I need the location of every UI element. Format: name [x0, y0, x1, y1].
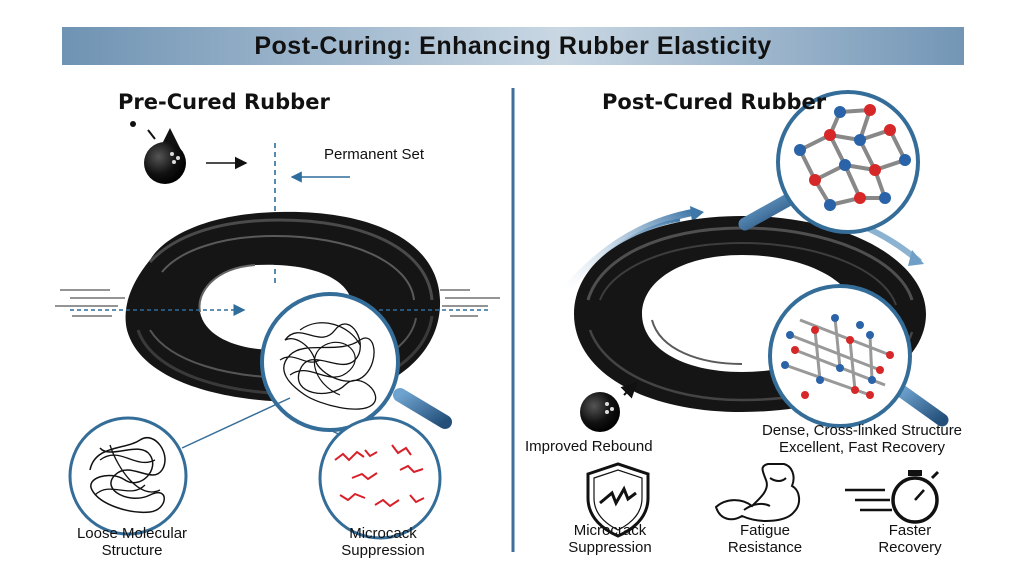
magnifier-lattice-icon [738, 90, 920, 234]
rebound-label: Improved Rebound [525, 438, 653, 455]
permanent-set-label: Permanent Set [323, 146, 425, 163]
rebound-ball-icon [580, 381, 638, 432]
benefit-fatigue-label: Fatigue Resistance [727, 522, 803, 556]
page-title: Post-Curing: Enhancing Rubber Elasticity [254, 32, 772, 60]
flexed-arm-icon [714, 463, 800, 522]
magnifier-tangled-icon [260, 292, 452, 432]
benefit-microcrack-label: Microcrack Suppression [568, 522, 652, 556]
loose-structure-icon [68, 416, 188, 536]
shield-crack-icon [586, 462, 650, 538]
compression-lines [55, 289, 500, 317]
caption-loose-structure: Loose Molecular Structure [76, 525, 188, 559]
ball-icon [144, 142, 186, 184]
bounce-indicator-icon [130, 121, 182, 152]
title-banner: Post-Curing: Enhancing Rubber Elasticity [62, 27, 964, 65]
benefit-recovery-label: Faster Recovery [878, 522, 942, 556]
structure-label-2: Excellent, Fast Recovery [779, 439, 945, 456]
post-cured-title: Post-Cured Rubber [602, 90, 827, 114]
caption-microcrack: Microcack Suppression [341, 525, 425, 559]
microcrack-icon [318, 416, 442, 540]
structure-label-1: Dense, Cross-linked Structure [761, 422, 963, 439]
connector-line-1 [181, 397, 291, 449]
stopwatch-icon [845, 470, 940, 524]
magnifier-chains-icon [768, 284, 949, 428]
pre-cured-title: Pre-Cured Rubber [118, 90, 330, 114]
